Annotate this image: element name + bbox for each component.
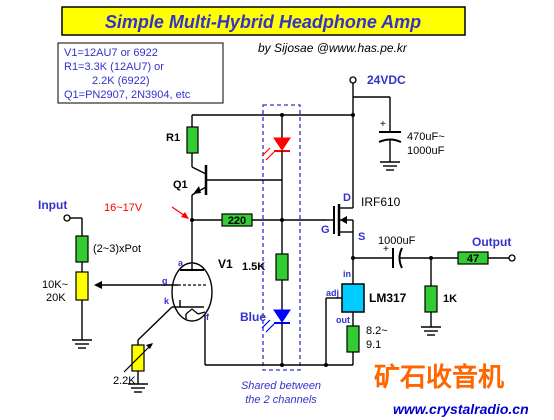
note-line: Q1=PN2907, 2N3904, etc — [64, 89, 191, 101]
note-line: R1=3.3K (12AU7) or — [64, 61, 164, 73]
brand-watermark: 矿石收音机 — [374, 362, 504, 392]
reg-out-label: out — [336, 315, 350, 325]
note-line: 2.2K (6922) — [92, 75, 149, 87]
mosfet-drain-label: D — [343, 192, 351, 204]
q1-label: Q1 — [173, 179, 188, 191]
reg-adj-label: adj — [326, 288, 339, 298]
pin-a-label: a — [178, 258, 184, 268]
volume-label-2: 20K — [46, 292, 66, 304]
r1-resistor — [186, 126, 199, 154]
reg-label: LM317 — [369, 291, 407, 305]
r82-label-1: 8.2~ — [366, 325, 388, 337]
r15k-label: 1.5K — [242, 261, 265, 273]
red-led — [273, 137, 291, 151]
output-label: Output — [472, 235, 511, 249]
r220-label: 220 — [228, 215, 246, 227]
notes-box — [57, 42, 224, 104]
output-cap-label: 1000uF — [378, 235, 416, 247]
volume-label-1: 10K~ — [42, 279, 68, 291]
r1k-resistor — [424, 285, 438, 313]
r82-resistor — [346, 325, 360, 353]
note-line: V1=12AU7 or 6922 — [64, 47, 158, 59]
series-pot-resistor — [75, 235, 89, 263]
cathode-resistor-label: 2.2K — [113, 375, 136, 387]
input-label: Input — [38, 198, 67, 212]
r82-label-2: 9.1 — [366, 339, 381, 351]
mosfet-source-label: S — [358, 231, 365, 243]
supply-label: 24VDC — [367, 73, 406, 87]
url-watermark: www.crystalradio.cn — [393, 401, 529, 417]
blue-led-label: Blue — [240, 310, 266, 324]
supply-terminal — [349, 76, 357, 84]
cap-top-label-1: 470uF~ — [407, 131, 445, 143]
r1-label: R1 — [166, 132, 180, 144]
byline: by Sijosae @www.has.pe.kr — [258, 41, 408, 55]
shared-label-2: the 2 channels — [245, 394, 317, 406]
title: Simple Multi-Hybrid Headphone Amp — [105, 12, 421, 32]
blue-led — [273, 309, 291, 323]
reg-in-label: in — [343, 269, 351, 279]
shared-box — [262, 104, 301, 371]
svg-text:+: + — [380, 119, 386, 130]
mosfet-label: IRF610 — [361, 195, 401, 209]
tube-label: V1 — [218, 257, 233, 271]
pin-g-label: g — [162, 276, 168, 286]
r1k-label: 1K — [443, 293, 457, 305]
shared-label-1: Shared between — [241, 380, 321, 392]
r15k-resistor — [275, 253, 289, 281]
title-box — [61, 6, 466, 36]
r47-label: 47 — [467, 253, 479, 265]
pin-f-label: f — [206, 312, 210, 322]
svg-text:+: + — [383, 244, 389, 255]
input-terminal — [63, 214, 71, 222]
grid-voltage-label: 16~17V — [104, 202, 143, 214]
output-terminal — [508, 254, 516, 262]
cap-top-label-2: 1000uF — [407, 145, 445, 157]
lm317-regulator — [341, 283, 365, 313]
pin-k-label: k — [164, 296, 170, 306]
volume-pot — [75, 271, 89, 301]
pot-label: (2~3)xPot — [93, 243, 141, 255]
mosfet-gate-label: G — [321, 224, 330, 236]
